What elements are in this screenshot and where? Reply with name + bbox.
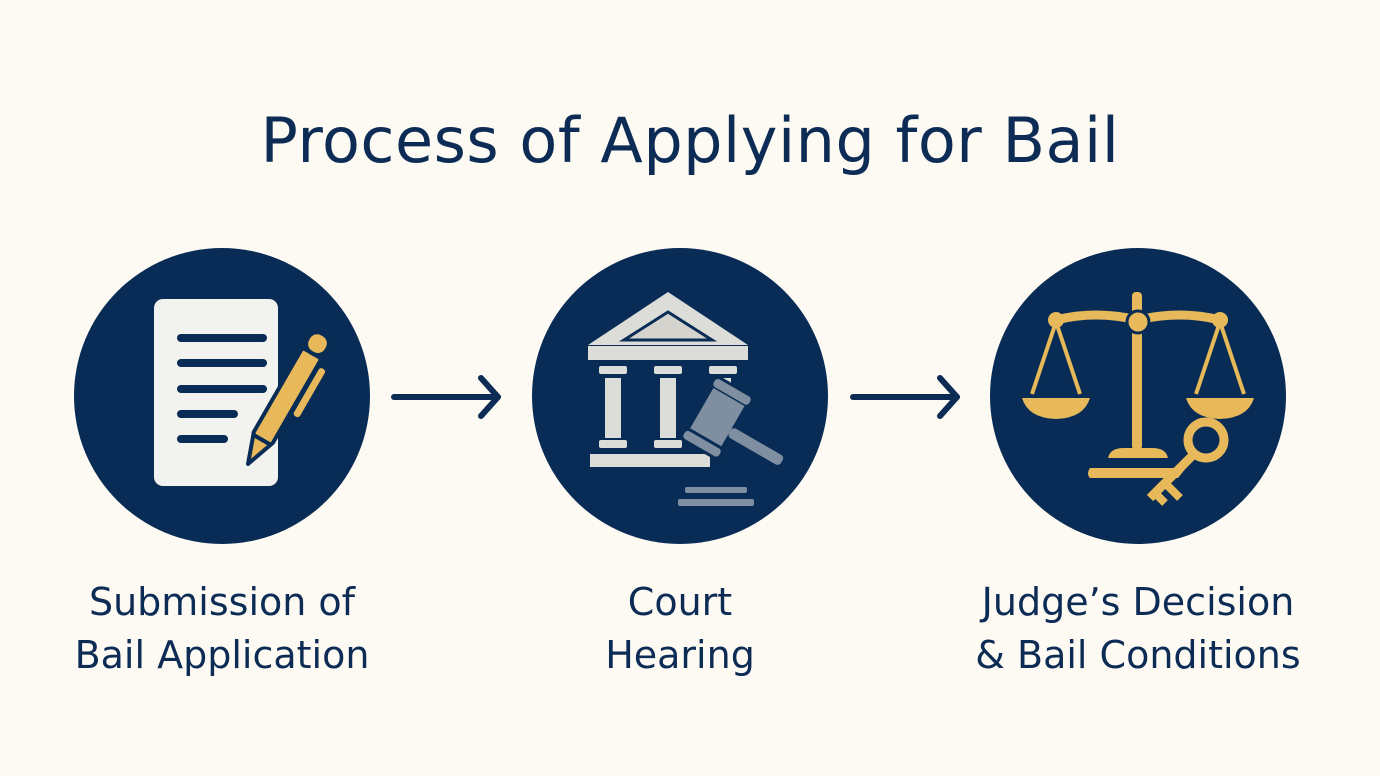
step-label: Submission of Bail Application xyxy=(74,580,370,677)
page-title: Process of Applying for Bail xyxy=(260,103,1120,177)
step-label: Court Hearing xyxy=(605,580,755,677)
step-submission: Submission of Bail Application xyxy=(72,248,372,677)
step-court-hearing: Court Hearing xyxy=(530,248,830,677)
step-circle xyxy=(532,248,828,544)
courthouse-gavel-icon xyxy=(588,292,784,506)
step-circle xyxy=(74,248,370,544)
scales-key-icon xyxy=(1022,292,1254,506)
arrow-right-icon xyxy=(391,375,501,419)
document-pen-icon xyxy=(154,299,331,486)
step-circle xyxy=(990,248,1286,544)
arrow-right-icon xyxy=(850,375,960,419)
step-judges-decision: Judge’s Decision & Bail Conditions xyxy=(975,248,1301,677)
step-label: Judge’s Decision & Bail Conditions xyxy=(975,580,1301,677)
